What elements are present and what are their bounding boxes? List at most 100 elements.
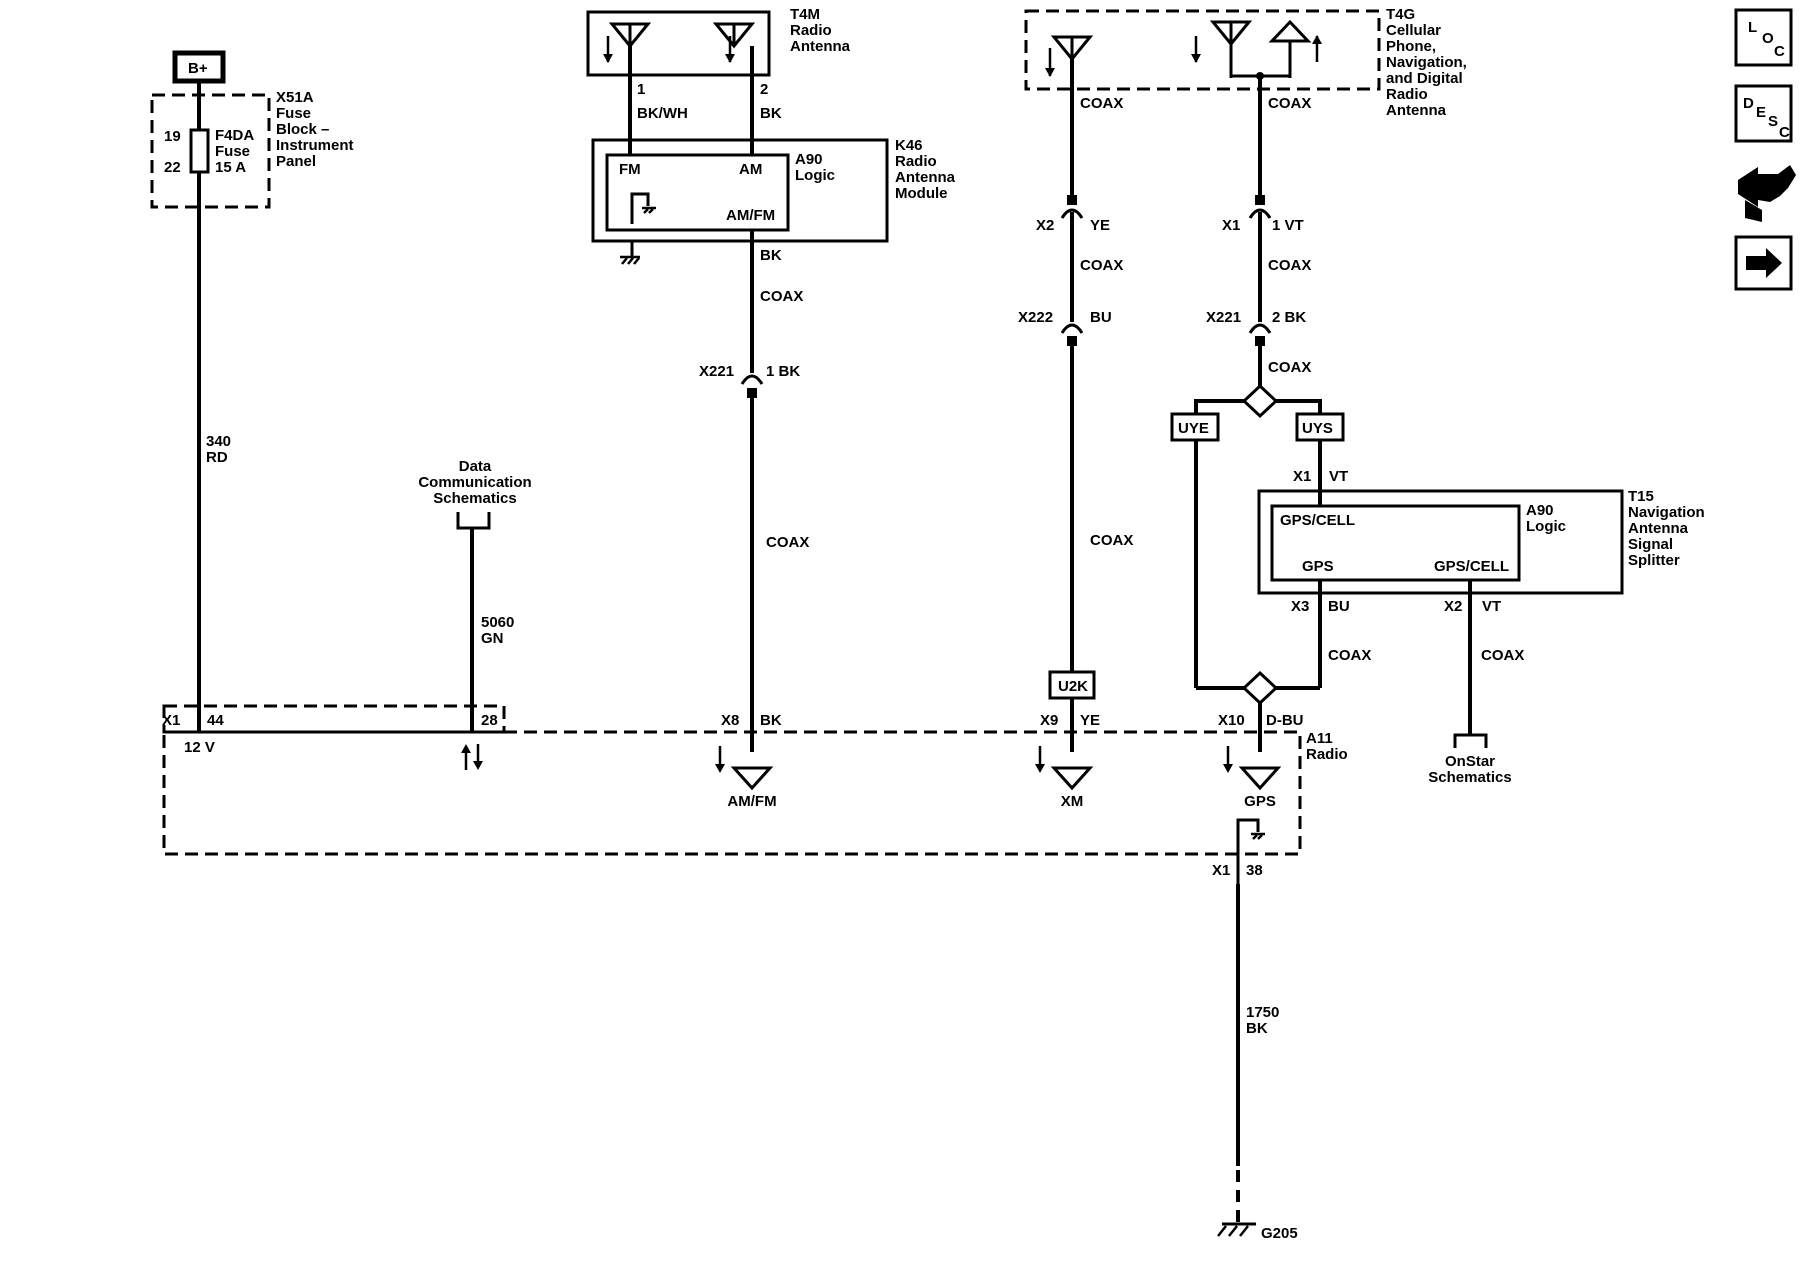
- radio-xm-label: XM: [1061, 793, 1084, 810]
- t4g-coax-left: COAX: [1080, 95, 1123, 112]
- desc-letter-3: S: [1768, 113, 1778, 130]
- k46-coax-2: COAX: [766, 534, 809, 551]
- option-uye-box: [1170, 412, 1220, 442]
- radio-name-1: A11: [1306, 730, 1333, 747]
- t15-logic-1: A90: [1526, 502, 1554, 519]
- k46-logic-box: [605, 153, 790, 232]
- x221-connector-male: [747, 388, 757, 398]
- data-circuit-color: GN: [481, 630, 504, 647]
- option-uys-box: [1295, 412, 1345, 442]
- xm-option-label: U2K: [1058, 678, 1088, 695]
- desc-letter-4: C: [1779, 124, 1790, 141]
- fuse-block-name-4: Instrument: [276, 137, 354, 154]
- t15-name-3: Antenna: [1628, 520, 1689, 537]
- k46-out-color: BK: [760, 247, 782, 264]
- t15-in-color: VT: [1329, 468, 1348, 485]
- fuse-pin-in: 19: [164, 128, 181, 145]
- t15-in-conn: X1: [1293, 468, 1311, 485]
- t15-x2-color: VT: [1482, 598, 1501, 615]
- gps-coax-1: COAX: [1268, 257, 1311, 274]
- option-uys-label: UYS: [1302, 420, 1333, 437]
- radio-x9-label: X9: [1040, 712, 1058, 729]
- power-circuit-number: 340: [206, 433, 231, 450]
- data-comm-label-2: Communication: [418, 474, 531, 491]
- t15-coax-onstar: COAX: [1481, 647, 1524, 664]
- t4g-name-5: and Digital: [1386, 70, 1463, 87]
- xm-x222-connector-male: [1067, 336, 1077, 346]
- desc-button[interactable]: D E S C: [1734, 84, 1793, 143]
- t4m-name-2: Radio: [790, 22, 832, 39]
- t4m-name-3: Antenna: [790, 38, 851, 55]
- gps-x221-connector-female: [1248, 323, 1272, 334]
- radio-x9-color: YE: [1080, 712, 1100, 729]
- k46-ground-icon: [620, 240, 640, 265]
- t15-x3-color: BU: [1328, 598, 1350, 615]
- t4m-antenna-icon-2: [712, 22, 756, 63]
- radio-12v-label: 12 V: [184, 739, 215, 756]
- fuse-block-name-1: X51A: [276, 89, 314, 106]
- wrench-connector-icon[interactable]: [1738, 165, 1796, 222]
- ground-name: G205: [1261, 1225, 1298, 1242]
- gps-x1-connector-male: [1255, 195, 1265, 205]
- t4m-antenna-box: [586, 10, 771, 77]
- k46-fm: FM: [619, 161, 641, 178]
- t4m-pin-2: 2: [760, 81, 768, 98]
- t15-gps-cell-out: GPS/CELL: [1434, 558, 1509, 575]
- ground-circuit-number: 1750: [1246, 1004, 1279, 1021]
- radio-amfm-label: AM/FM: [727, 793, 776, 810]
- gps-x1-label: X1: [1222, 217, 1240, 234]
- xm-x222-label: X222: [1018, 309, 1053, 326]
- option-uye-label: UYE: [1178, 420, 1209, 437]
- k46-name-3: Antenna: [895, 169, 956, 186]
- data-bidirectional-arrows-icon: [461, 744, 483, 770]
- loc-letter-1: L: [1748, 19, 1757, 36]
- onstar-label-1: OnStar: [1445, 753, 1495, 770]
- x221-connector-female: [740, 374, 764, 385]
- loc-letter-2: O: [1762, 30, 1774, 47]
- t4g-coax-right: COAX: [1268, 95, 1311, 112]
- arrow-right-icon: [1746, 248, 1782, 278]
- t15-splitter-box: [1257, 489, 1624, 595]
- option-merge-diamond: [1241, 670, 1279, 706]
- t4g-name-6: Radio: [1386, 86, 1428, 103]
- loc-letter-3: C: [1774, 43, 1785, 60]
- gps-x221-label: X221: [1206, 309, 1241, 326]
- gps-x1-connector-female: [1248, 208, 1272, 219]
- onstar-label-2: Schematics: [1428, 769, 1511, 786]
- t4m-pin-1: 1: [637, 81, 645, 98]
- k46-am: AM: [739, 161, 762, 178]
- t4g-gps-antenna-icon: [1268, 19, 1322, 78]
- radio-gnd-conn: X1: [1212, 862, 1230, 879]
- xm-input-antenna-icon: [1035, 746, 1094, 791]
- radio-x1-connector-outline: [162, 704, 506, 734]
- radio-internal-ground-icon: [1236, 818, 1265, 884]
- loc-button[interactable]: L O C: [1734, 8, 1793, 67]
- xm-option-box: [1048, 670, 1096, 700]
- t4m-wire1-color: BK/WH: [637, 105, 688, 122]
- data-comm-label-3: Schematics: [433, 490, 516, 507]
- k46-name-4: Module: [895, 185, 948, 202]
- t15-coax-gps: COAX: [1328, 647, 1371, 664]
- onstar-connector: [1453, 733, 1488, 748]
- next-page-button[interactable]: [1734, 235, 1793, 291]
- t4g-antenna-outline: [1024, 9, 1381, 91]
- t4m-antenna-icon-1: [603, 22, 652, 63]
- gps-input-antenna-icon: [1223, 746, 1282, 791]
- desc-letter-1: D: [1743, 95, 1754, 112]
- gps-x221-pin: 2 BK: [1272, 309, 1306, 326]
- radio-x10-label: X10: [1218, 712, 1245, 729]
- desc-letter-2: E: [1756, 104, 1766, 121]
- fuse-block-name-2: Fuse: [276, 105, 311, 122]
- g205-ground-icon: [1217, 1222, 1256, 1237]
- gps-x1-pin: 1 VT: [1272, 217, 1304, 234]
- t15-x2: X2: [1444, 598, 1462, 615]
- radio-x1-label: X1: [162, 712, 180, 729]
- xm-x2-color: YE: [1090, 217, 1110, 234]
- x221-pin: 1 BK: [766, 363, 800, 380]
- t4g-xm-antenna-icon: [1045, 35, 1094, 77]
- t15-x3: X3: [1291, 598, 1309, 615]
- xm-x2-label: X2: [1036, 217, 1054, 234]
- radio-pin-44: 44: [207, 712, 224, 729]
- xm-x2-connector-female: [1060, 208, 1084, 219]
